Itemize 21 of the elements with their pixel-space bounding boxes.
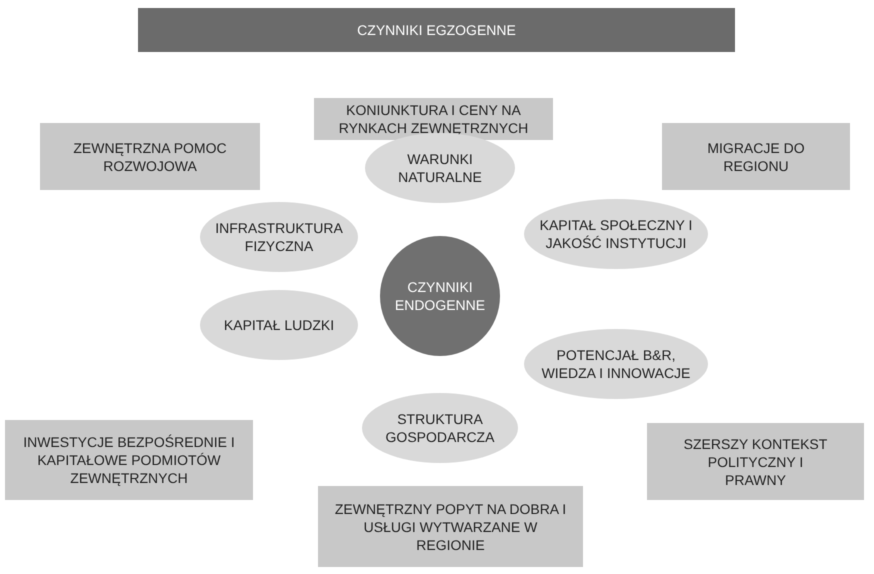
factor-label: MIGRACJE DO REGIONU bbox=[706, 138, 806, 174]
factor-label: STRUKTURA GOSPODARCZA bbox=[384, 410, 496, 446]
factor-label: INWESTYCJE BEZPOŚREDNIE I KAPITAŁOWE PODMIOTÓW ZEWNĘTRZNYCH bbox=[22, 433, 236, 487]
factor-box bbox=[662, 123, 850, 190]
factor-box bbox=[5, 420, 253, 500]
factor-label: KONIUNKTURA I CENY NA RYNKACH ZEWNĘTRZNYCH bbox=[338, 101, 528, 137]
factor-box bbox=[647, 423, 864, 500]
factor-label: KAPITAŁ SPOŁECZNY I JAKOŚĆ INSTYTUCJI bbox=[538, 216, 694, 252]
factor-label: KAPITAŁ LUDZKI bbox=[224, 316, 334, 334]
factor-label: INFRASTRUKTURA FIZYCZNA bbox=[214, 219, 344, 255]
factor-label: SZERSZY KONTEKST POLITYCZNY I PRAWNY bbox=[682, 434, 828, 488]
factor-label: CZYNNIKI ENDOGENNE bbox=[394, 278, 486, 314]
factor-label: WARUNKI NATURALNE bbox=[397, 150, 483, 186]
header-band bbox=[138, 8, 735, 52]
factor-box bbox=[318, 486, 583, 567]
factor-label: ZEWNĘTRZNY POPYT NA DOBRA I USŁUGI WYTWARZANE W REGIONIE bbox=[334, 500, 568, 554]
factor-label: CZYNNIKI EGZOGENNE bbox=[357, 21, 516, 39]
factor-label: POTENCJAŁ B&R, WIEDZA I INNOWACJE bbox=[540, 346, 692, 382]
factor-box bbox=[314, 98, 553, 140]
factor-box bbox=[40, 123, 260, 190]
factor-label: ZEWNĘTRZNA POMOC ROZWOJOWA bbox=[72, 138, 228, 174]
